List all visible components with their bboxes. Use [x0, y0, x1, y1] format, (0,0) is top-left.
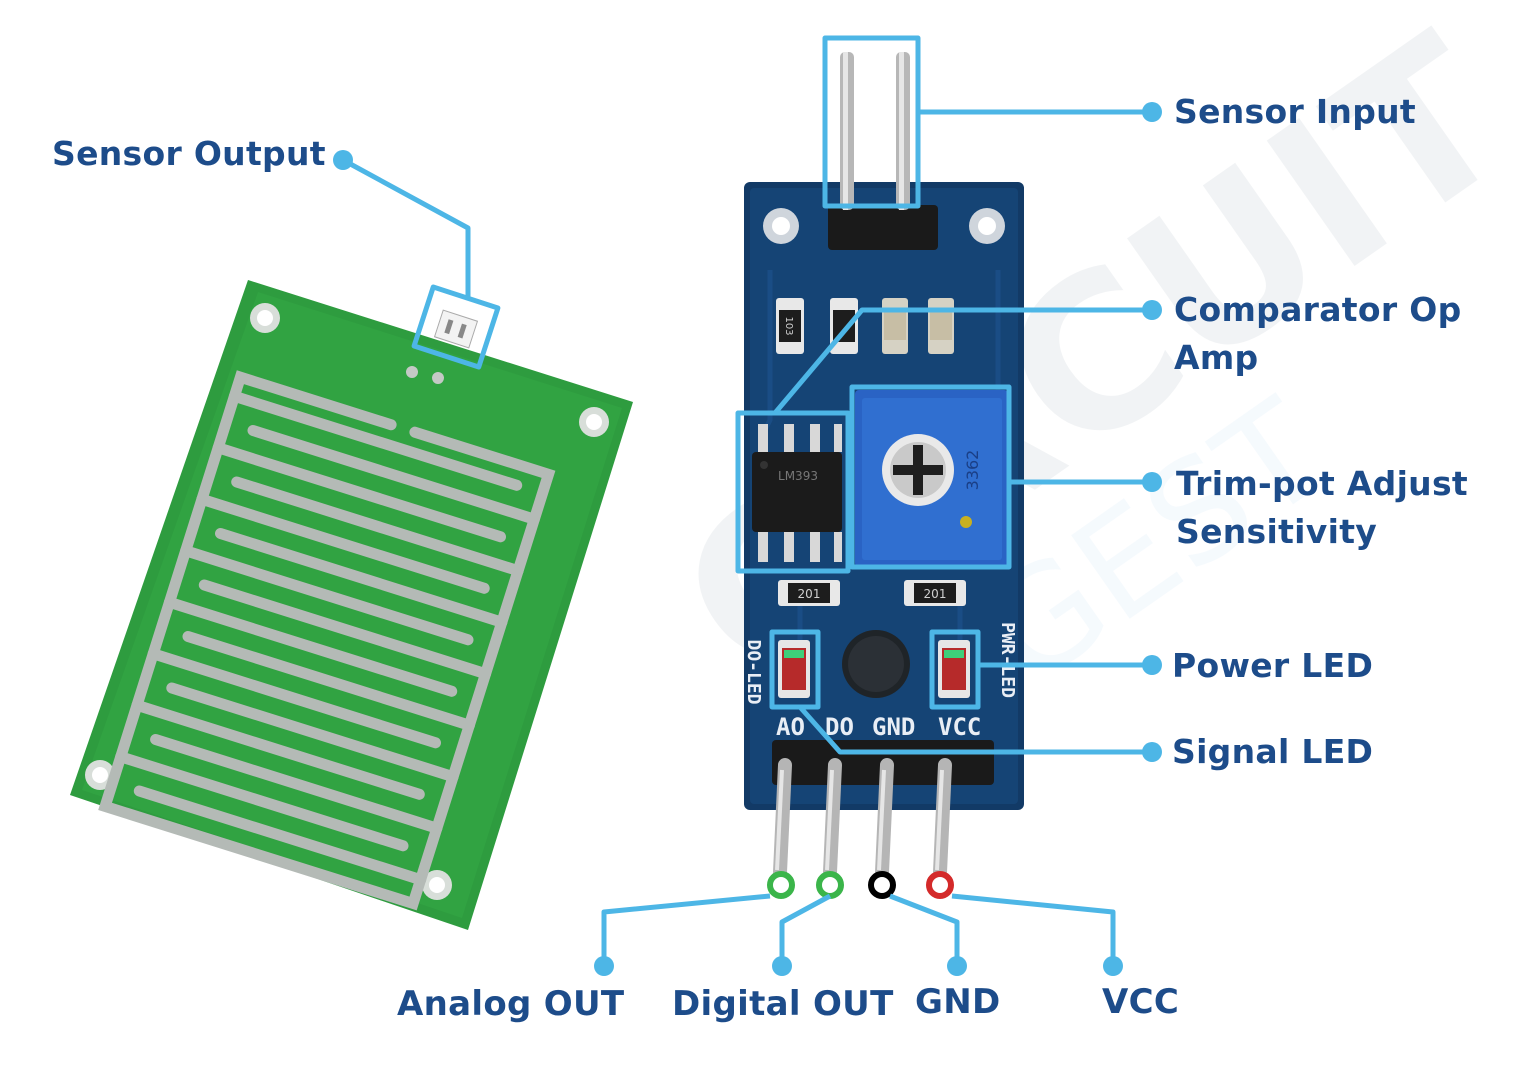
trace-finger — [166, 682, 459, 783]
pin-marker-vcc — [926, 871, 954, 899]
do-led-silkscreen: DO-LED — [743, 639, 764, 704]
highlight-comparator — [735, 410, 851, 574]
mounting-hole — [579, 407, 609, 437]
label-trimpot-line2: Sensitivity — [1176, 512, 1378, 551]
mounting-hole — [763, 208, 799, 244]
trace-finger — [182, 631, 475, 731]
pin-silkscreen-do: DO — [825, 713, 854, 741]
pin-marker-do — [816, 871, 844, 899]
callout-dots — [333, 102, 1162, 976]
trace-finger — [133, 785, 427, 886]
callouts — [341, 35, 1152, 966]
trace-finger — [212, 442, 506, 543]
label-gnd: GND — [915, 982, 1001, 1022]
pin-silkscreen-gnd: GND — [872, 713, 915, 741]
trace-finger — [150, 734, 443, 834]
highlight-power-led — [929, 629, 981, 710]
trace-finger — [163, 596, 458, 697]
resistor-code: 201 — [798, 587, 821, 601]
comparator-module: 103 LM393 — [743, 52, 1024, 899]
smd-capacitor: 103 — [776, 298, 804, 354]
label-trimpot-line1: Trim-pot Adjust — [1176, 464, 1468, 503]
chip-code: LM393 — [778, 469, 818, 483]
pin-gnd — [875, 758, 894, 879]
pin-marker-gnd — [868, 871, 896, 899]
trace-frame — [98, 370, 556, 911]
smd-resistor: 201 — [778, 580, 840, 606]
callout-sensor-output — [341, 157, 471, 298]
label-digital-out: Digital OUT — [672, 984, 894, 1024]
callout-analog-out — [601, 893, 771, 966]
callout-vcc — [951, 893, 1116, 966]
callout-digital-out — [779, 893, 832, 966]
highlight-trimpot — [849, 384, 1012, 570]
callout-signal-led — [798, 705, 1152, 755]
pin-do — [823, 758, 842, 879]
mounting-hole — [969, 208, 1005, 244]
resistor-code: 103 — [783, 316, 794, 335]
trimpot: 3362 — [855, 390, 1008, 567]
power-led — [938, 640, 970, 698]
rain-sensor-pad — [70, 280, 633, 930]
sensor-traces — [98, 370, 556, 911]
label-signal-led: Signal LED — [1172, 732, 1374, 771]
smd-capacitor — [882, 298, 908, 354]
trace-pad — [432, 372, 444, 384]
callout-comparator — [773, 307, 1152, 415]
label-power-led: Power LED — [1172, 646, 1374, 685]
highlight-sensor-output — [411, 284, 501, 370]
comparator-chip: LM393 — [752, 424, 842, 562]
highlight-signal-led — [769, 629, 821, 710]
pin-silkscreen-ao: AO — [776, 713, 805, 741]
trimpot-code: 3362 — [963, 450, 982, 491]
resistor-code: 201 — [924, 587, 947, 601]
sensor-output-header — [433, 309, 479, 349]
label-comparator-line2: Amp — [1174, 338, 1259, 377]
label-sensor-input: Sensor Input — [1174, 92, 1416, 131]
signal-led — [778, 640, 810, 698]
highlight-sensor-input — [822, 35, 921, 209]
label-analog-out: Analog OUT — [397, 984, 625, 1024]
mounting-hole — [422, 870, 452, 900]
trace-finger — [228, 390, 523, 491]
label-vcc: VCC — [1102, 982, 1180, 1022]
trace-finger — [247, 425, 540, 525]
pin-marker-ao — [767, 871, 795, 899]
trace-finger — [231, 476, 524, 577]
trace-pad — [406, 366, 418, 378]
label-sensor-output: Sensor Output — [52, 134, 326, 173]
trace-finger — [180, 545, 474, 646]
trace-finger — [115, 751, 409, 852]
trace-finger — [131, 699, 425, 800]
pwr-led-silkscreen: PWR-LED — [997, 622, 1018, 698]
label-comparator-line1: Comparator Op — [1174, 290, 1462, 329]
trace-finger — [147, 648, 441, 749]
smd-capacitor — [928, 298, 954, 354]
callout-gnd — [889, 893, 960, 966]
trace-finger — [198, 579, 492, 680]
trace-finger — [215, 528, 508, 628]
pin-vcc — [933, 758, 952, 879]
pin-ao — [773, 758, 792, 879]
pin-silkscreen-vcc: VCC — [938, 713, 981, 741]
trace-finger — [196, 493, 490, 594]
smd-resistor: 201 — [904, 580, 966, 606]
sensor-input-header — [828, 52, 938, 250]
mounting-hole — [250, 303, 280, 333]
